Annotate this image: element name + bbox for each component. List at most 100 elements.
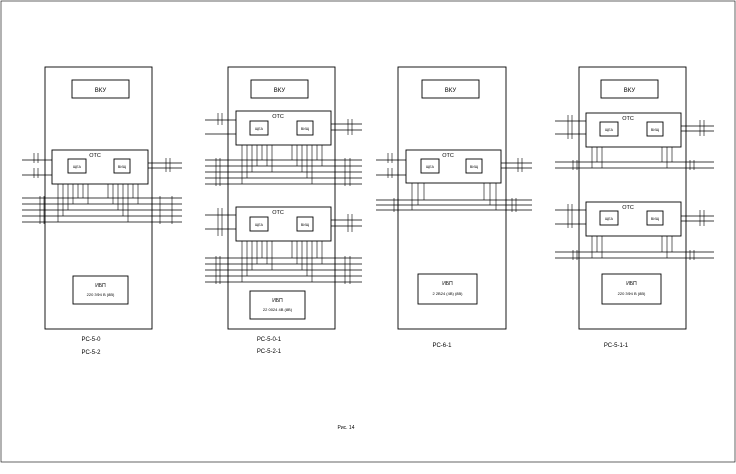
io-lines-1: [205, 119, 362, 135]
left-module: [249, 120, 269, 136]
right-module-label: ВИЩ: [118, 165, 127, 169]
drop-lines: [411, 183, 497, 210]
left-module: [67, 158, 87, 174]
panel-caption-line-1: РС-6-1: [433, 343, 453, 349]
ots-label: ОТС: [89, 153, 101, 159]
io-lines-2: [205, 214, 362, 230]
left-module-label: ЩЕА: [73, 165, 82, 169]
ups-label: ИБП: [95, 283, 106, 289]
panel-caption-line-1: РС-5-1-1: [604, 343, 629, 349]
input-connectors: [33, 153, 39, 178]
ups-spec: 220 3Ф4 В (8В): [618, 291, 646, 296]
ots-unit-1: ОТС ЩЕА ВИЩ: [235, 110, 332, 146]
cabinet-outline: [227, 66, 336, 330]
panel-rs-5-1-1: ВКУ ОТС ЩЕА ВИЩ ОТС ЩЕА ВИЩ ИБП 220: [555, 66, 714, 349]
ups-spec: 2 2В24 (4В) (8В): [432, 291, 463, 296]
ots-unit-2: ОТС ЩЕА ВИЩ: [235, 206, 332, 242]
right-module: [113, 158, 131, 174]
input-lines: [22, 159, 52, 176]
vku-label: ВКУ: [274, 88, 286, 94]
panel-rs-6-1: ВКУ ОТС ЩЕА ВИЩ ИБП 2 2В24 (4В) (8В) РС-…: [376, 66, 532, 349]
right-module: [646, 210, 664, 226]
panel-caption-line-2: РС-5-2: [82, 350, 102, 356]
left-module: [599, 210, 619, 226]
ots-label: ОТС: [272, 114, 284, 120]
right-module: [296, 120, 314, 136]
ots-label: ОТС: [442, 153, 454, 159]
io-connectors: [387, 153, 523, 178]
bus-connectors: [39, 196, 173, 224]
ots-label: ОТС: [622, 116, 634, 122]
io-lines-2: [555, 209, 714, 225]
bus-lines-1: [555, 161, 714, 169]
vku-box: [250, 79, 309, 99]
figure-caption: Рис. 14: [338, 425, 355, 431]
bus-lines: [376, 199, 532, 211]
right-module-label: ВИЩ: [470, 165, 479, 169]
vku-label: ВКУ: [624, 88, 636, 94]
right-module-label: ВИЩ: [301, 223, 310, 227]
drop-lines-2: [591, 236, 673, 258]
right-module: [646, 121, 664, 137]
vku-label: ВКУ: [445, 88, 457, 94]
ups-label: ИБП: [626, 281, 637, 287]
panel-caption-line-2: РС-5-2-1: [257, 349, 282, 355]
panel-caption-line-1: РС-5-0-1: [257, 337, 282, 343]
drop-lines-1: [241, 145, 323, 184]
left-module: [599, 121, 619, 137]
ots-unit: ОТС ЩЕА ВИЩ: [51, 149, 149, 185]
ots-unit: ОТС ЩЕА ВИЩ: [405, 149, 502, 184]
io-lines: [376, 159, 532, 176]
bus-connectors-1: [215, 158, 351, 186]
right-module-label: ВИЩ: [301, 127, 310, 131]
output-connectors: [165, 158, 171, 172]
page-border: [0, 0, 736, 463]
right-module-label: ВИЩ: [651, 128, 660, 132]
io-connectors-2: [567, 204, 705, 228]
ots-unit-1: ОТС ЩЕА ВИЩ: [585, 112, 682, 148]
ups-box: [601, 273, 662, 305]
left-module: [249, 216, 269, 232]
left-module-label: ЩЕА: [605, 128, 614, 132]
ots-label: ОТС: [622, 205, 634, 211]
vku-box: [600, 79, 659, 99]
io-connectors-2: [217, 208, 353, 236]
ots-label: ОТС: [272, 210, 284, 216]
vku-label: ВКУ: [95, 88, 107, 94]
ups-box: [417, 273, 478, 305]
panel-rs-5-0: ВКУ ОТС ЩЕА ВИЩ ИБП 220 3Ф4 В (8В) РС-5-…: [22, 66, 182, 356]
left-module: [420, 158, 440, 174]
ots-unit-2: ОТС ЩЕА ВИЩ: [585, 201, 682, 237]
bus-connectors-2: [572, 250, 695, 260]
bus-connectors-1: [572, 160, 695, 170]
bus-connectors: [393, 198, 517, 212]
left-module-label: ЩЕА: [426, 165, 435, 169]
bus-lines-2: [555, 251, 714, 259]
bus-connectors-2: [215, 256, 351, 284]
ups-box: [249, 290, 306, 320]
io-connectors-1: [217, 113, 353, 135]
drop-lines: [57, 184, 139, 222]
io-connectors-1: [567, 115, 705, 139]
drop-lines-1: [591, 147, 673, 168]
panel-caption-line-1: РС-5-0: [82, 337, 102, 343]
right-module-label: ВИЩ: [651, 217, 660, 221]
ups-label: ИБП: [442, 281, 453, 287]
right-module: [296, 216, 314, 232]
io-lines-1: [555, 120, 714, 135]
left-module-label: ЩЕА: [605, 217, 614, 221]
vku-box: [421, 79, 480, 99]
right-module: [465, 158, 483, 174]
ups-box: [72, 275, 129, 305]
bus-lines-1: [205, 159, 362, 185]
vku-box: [71, 79, 130, 99]
left-module-label: ЩЕА: [255, 223, 264, 227]
ups-label: ИБП: [272, 298, 283, 304]
bus-lines-2: [205, 257, 362, 283]
output-lines: [148, 162, 182, 169]
panel-rs-5-0-1: ВКУ ОТС ЩЕА ВИЩ ОТС ЩЕА ВИЩ ИБ: [205, 66, 362, 355]
ups-spec: 22 0024 4В (8В): [263, 307, 293, 312]
drop-lines-2: [241, 241, 323, 282]
ups-spec: 220 3Ф4 В (8В): [87, 292, 115, 297]
